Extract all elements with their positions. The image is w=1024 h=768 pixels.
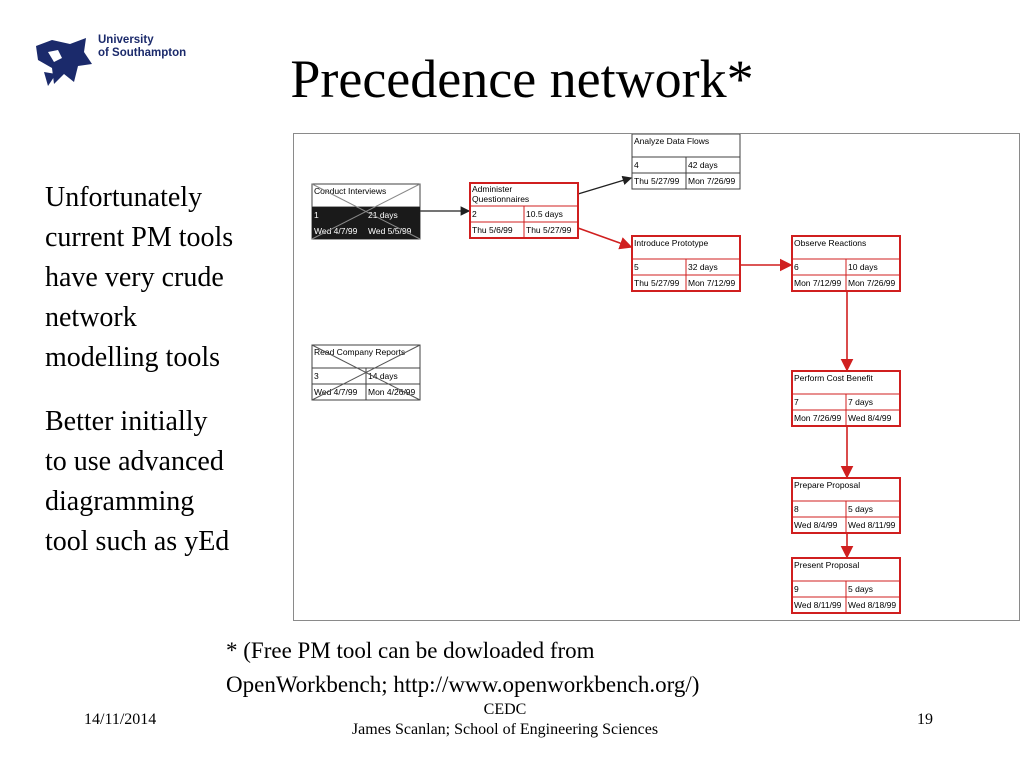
task-name: Present Proposal	[794, 560, 859, 570]
task-name: Prepare Proposal	[794, 480, 860, 490]
task-start: Thu 5/27/99	[634, 176, 680, 186]
logo-text: University of Southampton	[98, 34, 186, 60]
completed-fill	[312, 207, 420, 239]
task-number: 9	[794, 584, 799, 594]
task-start: Thu 5/27/99	[634, 278, 680, 288]
task-start: Mon 7/26/99	[794, 413, 842, 423]
p1-line: have very crude	[45, 262, 224, 293]
task-name: Analyze Data Flows	[634, 136, 709, 146]
task-finish: Mon 7/12/99	[688, 278, 736, 288]
p2-line: Better initially	[45, 406, 208, 437]
task-number: 4	[634, 160, 639, 170]
task-duration: 21 days	[368, 210, 398, 220]
task-name: Administer	[472, 184, 512, 194]
task-number: 8	[794, 504, 799, 514]
task-finish: Wed 8/18/99	[848, 600, 896, 610]
task-finish: Wed 8/11/99	[848, 520, 896, 530]
logo-line1: University	[98, 34, 154, 46]
task-duration: 42 days	[688, 160, 718, 170]
task-name: Conduct Interviews	[314, 186, 386, 196]
task-duration: 10 days	[848, 262, 878, 272]
slide-title: Precedence network*	[290, 49, 754, 109]
p1-line: Unfortunately	[45, 182, 203, 213]
footnote: * (Free PM tool can be dowloaded from Op…	[226, 634, 699, 702]
task-number: 1	[314, 210, 319, 220]
p2-line: diagramming	[45, 486, 195, 517]
task-start: Wed 4/7/99	[314, 387, 358, 397]
university-logo	[36, 38, 92, 86]
cross-line	[311, 344, 421, 401]
task-finish: Wed 5/5/99	[368, 226, 412, 236]
p2-line: tool such as yEd	[45, 526, 230, 557]
p2-line: to use advanced	[45, 446, 224, 477]
task-duration: 7 days	[848, 397, 873, 407]
task-finish: Mon 7/26/99	[688, 176, 736, 186]
task-duration: 5 days	[848, 504, 873, 514]
task-duration: 32 days	[688, 262, 718, 272]
paragraph-1: Unfortunately current PM tools have very…	[45, 178, 290, 378]
footnote-line1: * (Free PM tool can be dowloaded from	[226, 638, 595, 663]
task-name: Read Company Reports	[314, 347, 405, 357]
footer-center-line1: CEDC	[483, 701, 527, 718]
task-start: Mon 7/12/99	[794, 278, 842, 288]
task-name: Introduce Prototype	[634, 238, 708, 248]
paragraph-2: Better initially to use advanced diagram…	[45, 402, 290, 562]
task-start: Wed 8/4/99	[794, 520, 838, 530]
task-name: Observe Reactions	[794, 238, 866, 248]
footer-center-line2: James Scanlan; School of Engineering Sci…	[351, 721, 659, 738]
task-finish: Wed 8/4/99	[848, 413, 892, 423]
task-start: Wed 8/11/99	[794, 600, 842, 610]
task-number: 2	[472, 209, 477, 219]
task-start: Thu 5/6/99	[472, 225, 513, 235]
p1-line: current PM tools	[45, 222, 234, 253]
body-text: Unfortunately current PM tools have very…	[45, 178, 290, 586]
task-number: 3	[314, 371, 319, 381]
p1-line: modelling tools	[45, 342, 220, 373]
task-number: 5	[634, 262, 639, 272]
task-number: 6	[794, 262, 799, 272]
task-finish: Mon 4/26/99	[368, 387, 416, 397]
p1-line: network	[45, 302, 137, 333]
dependency-arrow	[577, 175, 633, 195]
footer-date: 14/11/2014	[84, 711, 157, 728]
dependency-arrow	[577, 227, 633, 250]
task-finish: Mon 7/26/99	[848, 278, 896, 288]
task-name: Perform Cost Benefit	[794, 373, 874, 383]
task-start: Wed 4/7/99	[314, 226, 358, 236]
task-duration: 10.5 days	[526, 209, 563, 219]
task-finish: Thu 5/27/99	[526, 225, 572, 235]
task-number: 7	[794, 397, 799, 407]
footer-page-number: 19	[917, 711, 933, 728]
footnote-line2: OpenWorkbench; http://www.openworkbench.…	[226, 672, 700, 697]
footer-center: CEDC James Scanlan; School of Engineerin…	[0, 700, 1010, 740]
task-duration: 14 days	[368, 371, 398, 381]
task-duration: 5 days	[848, 584, 873, 594]
task-name: Questionnaires	[472, 194, 529, 204]
cross-line	[311, 183, 421, 240]
logo-ship-icon	[36, 38, 92, 84]
logo-line2: of Southampton	[98, 47, 187, 59]
